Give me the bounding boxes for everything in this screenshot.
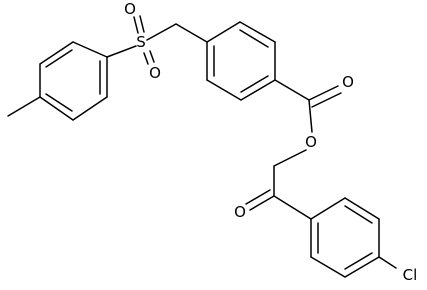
bond	[239, 21, 276, 43]
ester-carbonyl-double-bond	[311, 92, 342, 108]
ester-carbonyl-double-bond	[308, 85, 339, 101]
sulfonyl-double-bond	[139, 15, 145, 33]
benzoate-ring	[206, 21, 276, 101]
methyl-bond	[7, 96, 41, 117]
ester-single-bond	[308, 99, 313, 133]
double-bond-inner	[239, 29, 269, 48]
methylene-ring-bond	[175, 23, 208, 43]
ketone-double-bond	[245, 189, 271, 205]
double-bond-inner	[240, 75, 269, 93]
bond	[39, 41, 74, 65]
bond	[344, 256, 380, 278]
bond	[72, 41, 108, 58]
bond	[310, 256, 346, 278]
ring-sulfur-bond	[106, 45, 137, 58]
ketone-double-bond	[249, 195, 275, 211]
bond	[206, 21, 241, 43]
sulfonyl-double-bond	[133, 16, 139, 34]
ester-carbonyl-oxygen-label: O	[342, 73, 354, 91]
sulfur-methylene-bond	[146, 23, 177, 41]
chlorine-label: Cl	[403, 266, 418, 284]
ester-oxygen-label: O	[305, 133, 317, 151]
double-bond-inner	[45, 49, 73, 68]
bond	[206, 79, 242, 101]
sulfonyl-double-bond	[149, 50, 155, 63]
sulfonyl-double-bond	[143, 52, 149, 65]
bond	[240, 79, 276, 101]
bond	[310, 197, 346, 220]
chlorophenyl-ring	[310, 197, 380, 278]
ketone-ring-bond	[273, 195, 312, 220]
ring-carbonyl-bond	[274, 79, 310, 101]
double-bond-inner	[344, 205, 373, 224]
ring-chlorine-bond	[378, 256, 397, 269]
sulfonyl-oxygen-top-label: O	[124, 0, 136, 18]
sulfur-label: S	[136, 33, 146, 51]
double-bond-inner	[344, 252, 373, 270]
sulfonyl-oxygen-bottom-label: O	[149, 64, 161, 82]
ketone-oxygen-label: O	[234, 203, 246, 221]
oxygen-methylene-bond	[273, 149, 307, 167]
bond	[344, 197, 380, 220]
bond	[39, 96, 74, 121]
tolyl-ring	[39, 41, 108, 121]
bond	[72, 96, 108, 121]
double-bond-inner	[45, 93, 73, 112]
